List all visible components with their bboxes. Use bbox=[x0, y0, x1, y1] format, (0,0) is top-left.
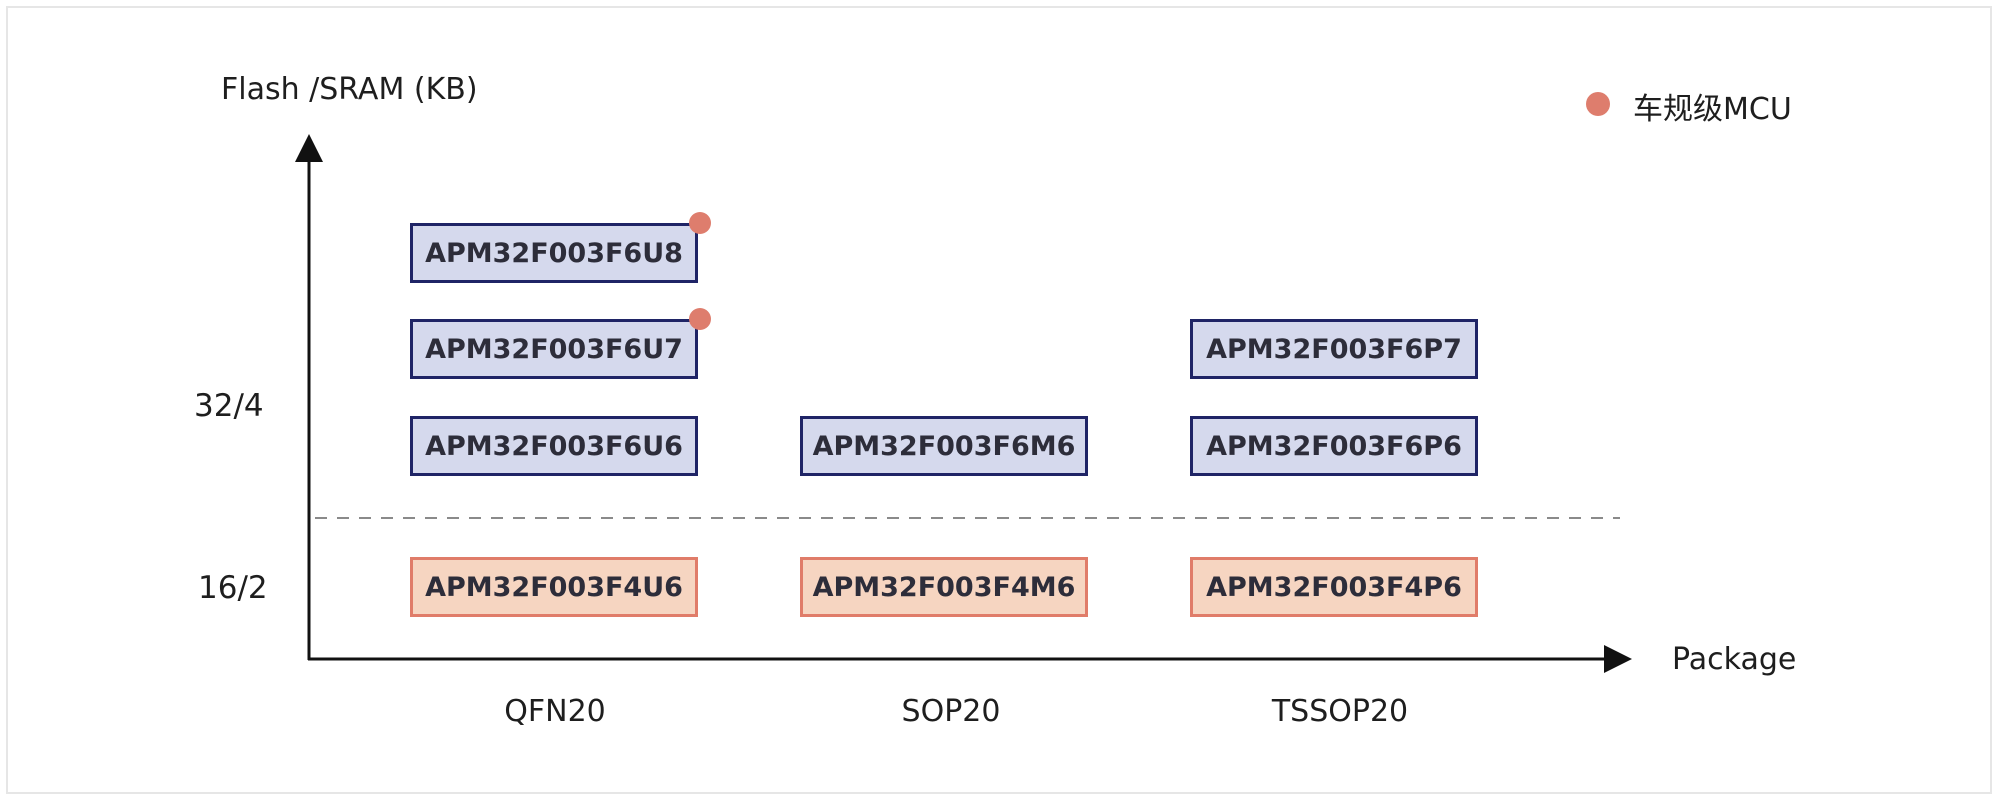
legend-dot bbox=[1586, 92, 1610, 116]
part-chip-apm32f003f6p7: APM32F003F6P7 bbox=[1190, 319, 1478, 379]
part-chip-apm32f003f6u6: APM32F003F6U6 bbox=[410, 416, 698, 476]
automotive-grade-dot-f6u8 bbox=[689, 212, 711, 234]
part-chip-apm32f003f4m6: APM32F003F4M6 bbox=[800, 557, 1088, 617]
y-axis-arrowhead bbox=[295, 134, 323, 162]
x-axis-arrowhead bbox=[1604, 645, 1632, 673]
diagram-frame bbox=[6, 6, 1992, 794]
y-tick-16-2: 16/2 bbox=[198, 570, 268, 606]
legend-label: 车规级MCU bbox=[1633, 92, 1792, 127]
part-chip-apm32f003f6u7: APM32F003F6U7 bbox=[410, 319, 698, 379]
part-chip-apm32f003f4p6: APM32F003F4P6 bbox=[1190, 557, 1478, 617]
x-axis-label: Package bbox=[1672, 642, 1797, 677]
part-chip-apm32f003f4u6: APM32F003F4U6 bbox=[410, 557, 698, 617]
y-axis-label: Flash /SRAM (KB) bbox=[221, 72, 478, 107]
x-category-sop20: SOP20 bbox=[901, 694, 1001, 729]
automotive-grade-dot-f6u7 bbox=[689, 308, 711, 330]
y-tick-32-4: 32/4 bbox=[194, 388, 264, 424]
part-chip-apm32f003f6m6: APM32F003F6M6 bbox=[800, 416, 1088, 476]
x-category-tssop20: TSSOP20 bbox=[1271, 694, 1409, 729]
part-chip-apm32f003f6p6: APM32F003F6P6 bbox=[1190, 416, 1478, 476]
x-category-qfn20: QFN20 bbox=[504, 694, 606, 729]
part-chip-apm32f003f6u8: APM32F003F6U8 bbox=[410, 223, 698, 283]
